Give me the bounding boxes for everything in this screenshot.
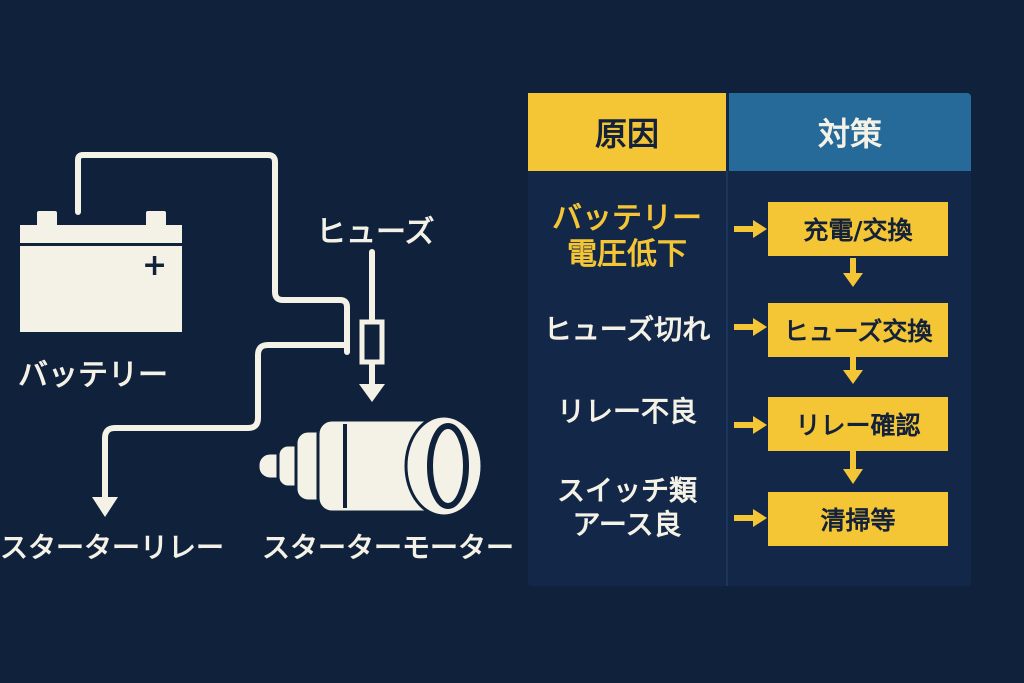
starter-motor-label: スターターモーター: [262, 531, 515, 564]
header-remedy: 対策: [729, 93, 971, 171]
cause-blown-fuse: ヒューズ切れ: [528, 313, 726, 347]
fuse-symbol: [359, 319, 385, 365]
table-divider: [726, 171, 728, 586]
cause-line: バッテリー: [552, 201, 702, 236]
remedy-charge-replace: 充電/交換: [768, 202, 948, 256]
cause-line: アース良: [572, 508, 682, 541]
remedy-replace-fuse: ヒューズ交換: [768, 303, 948, 357]
table-arrows: [734, 220, 863, 527]
battery-plus-sign: +: [142, 248, 168, 283]
starter-relay-label: スターターリレー: [0, 531, 225, 564]
cause-line: 電圧低下: [567, 237, 687, 272]
cause-relay-fault: リレー不良: [528, 395, 726, 429]
header-cause: 原因: [528, 93, 726, 171]
cause-line: スイッチ類: [556, 474, 697, 507]
arrow-right-icon: [734, 318, 767, 336]
cause-line: ヒューズ切れ: [543, 313, 711, 346]
battery-wire: [75, 152, 350, 355]
arrow-right-icon: [734, 509, 767, 527]
cause-battery-voltage: バッテリー 電圧低下: [528, 201, 726, 273]
fuse-label: ヒューズ: [316, 215, 435, 250]
remedy-cleaning: 清掃等: [768, 492, 948, 546]
cause-line: リレー不良: [556, 395, 697, 428]
remedy-check-relay: リレー確認: [768, 397, 948, 451]
arrow-right-icon: [734, 220, 767, 238]
arrow-down-icon: [843, 355, 863, 384]
cause-switches-ground: スイッチ類 アース良: [528, 474, 726, 542]
fuse-arrow: [359, 384, 385, 402]
arrow-down-icon: [843, 448, 863, 484]
battery-icon: [20, 211, 182, 332]
battery-label: バッテリー: [18, 358, 168, 393]
relay-wire: [102, 342, 348, 503]
arrow-down-icon: [843, 258, 863, 287]
starter-motor-icon: [256, 414, 484, 518]
relay-arrow: [92, 497, 118, 517]
wiring-diagram: [20, 152, 484, 518]
arrow-right-icon: [734, 416, 767, 434]
